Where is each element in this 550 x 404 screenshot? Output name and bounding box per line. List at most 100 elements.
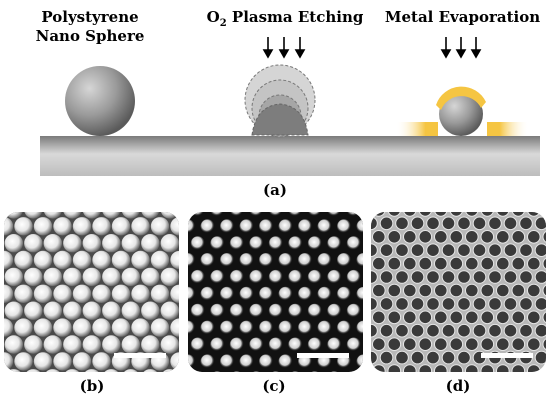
lattice-dot (327, 303, 342, 318)
lattice-dot (201, 186, 215, 200)
lattice-dot (121, 267, 140, 287)
lattice-dot (503, 216, 518, 231)
lattice-dot (356, 320, 363, 335)
lattice-dot (426, 243, 440, 257)
lattice-dot (317, 219, 332, 234)
lattice-dot (527, 310, 541, 325)
lattice-dot (403, 310, 417, 325)
lattice-dot (410, 216, 425, 231)
lattice-dot (327, 371, 342, 372)
lattice-dot (489, 378, 502, 391)
lattice-dot (131, 284, 150, 303)
lattice-dot (346, 371, 361, 372)
lattice-dot (82, 335, 102, 354)
lattice-dot (403, 364, 417, 372)
lattice-dot (43, 335, 62, 354)
lattice-dot (111, 284, 131, 303)
scale-bar-d (481, 353, 533, 358)
lattice-dot (102, 301, 121, 320)
step-title-line-1: Polystyrene (41, 8, 139, 26)
lattice-dot (496, 230, 510, 244)
lattice-dot (82, 234, 102, 253)
lattice-dot (441, 243, 456, 257)
lattice-dot (349, 378, 362, 391)
lattice-dot (112, 183, 130, 201)
lattice-dot (356, 286, 363, 301)
lattice-dot (418, 283, 433, 298)
lattice-dot (480, 283, 495, 298)
substrate (40, 136, 540, 176)
lattice-dot (210, 212, 225, 217)
lattice-dot (357, 186, 371, 200)
lattice-dot (43, 234, 62, 253)
lattice-dot (150, 250, 170, 270)
lattice-dot (411, 378, 424, 391)
lattice-dot (380, 378, 393, 391)
lattice-dot (457, 297, 471, 311)
lattice-dot (121, 234, 140, 253)
lattice-dot (465, 212, 479, 217)
lattice-dot (427, 378, 440, 391)
lattice-dot (102, 234, 121, 253)
lattice-dot (434, 256, 448, 271)
lattice-dot (4, 369, 23, 372)
lattice-dot (4, 234, 23, 253)
lattice-dot (365, 190, 378, 203)
lattice-dot (395, 297, 409, 311)
lattice-dot (82, 267, 102, 287)
lattice-dot (111, 250, 131, 270)
lattice-dot (371, 270, 378, 284)
lattice-dot (496, 256, 510, 271)
lattice-dot (403, 256, 417, 271)
lattice-dot (4, 301, 23, 320)
lattice-dot (298, 286, 312, 301)
lattice-dot (259, 186, 273, 200)
lattice-dot (418, 337, 433, 352)
lattice-dot (387, 364, 402, 372)
lattice-dot (465, 337, 479, 352)
lattice-dot (395, 243, 409, 257)
lattice-dot (527, 364, 541, 372)
lattice-dot (488, 270, 502, 284)
lattice-dot (92, 217, 111, 236)
lattice-dot (527, 337, 541, 352)
lattice-dot (249, 269, 264, 284)
lattice-dot (0, 369, 3, 387)
lattice-dot (259, 354, 273, 369)
lattice-dot (229, 236, 244, 251)
lattice-dot (298, 253, 312, 267)
lattice-dot (33, 318, 53, 337)
panel-d-label: (d) (445, 377, 471, 395)
lattice-dot (4, 267, 23, 287)
lattice-dot (288, 212, 303, 217)
lattice-dot (92, 352, 111, 371)
lattice-dot (151, 183, 169, 201)
lattice-dot (24, 301, 43, 320)
lattice-dot (268, 371, 283, 372)
lattice-dot (288, 371, 303, 372)
lattice-dot (72, 217, 92, 236)
lattice-dot (426, 350, 440, 365)
lattice-dot (356, 219, 363, 234)
lattice-dot (542, 212, 546, 217)
metal-cap (436, 86, 486, 110)
lattice-dot (403, 337, 417, 352)
lattice-dot (82, 212, 102, 219)
lattice-dot (496, 212, 510, 217)
lattice-dot (24, 212, 43, 219)
lattice-dot (357, 204, 370, 217)
lattice-dot (210, 303, 225, 318)
lattice-dot (43, 212, 62, 219)
lattice-dot (395, 270, 409, 284)
lattice-dot (387, 256, 402, 271)
lattice-dot (63, 234, 82, 253)
lattice-dot (278, 253, 293, 267)
lattice-dot (33, 352, 53, 371)
lattice-dot (496, 337, 510, 352)
lattice-dot (534, 243, 546, 257)
panel-a-label: (a) (263, 181, 287, 199)
lattice-dot (349, 190, 362, 203)
lattice-dot (200, 253, 215, 267)
lattice-dot (220, 286, 234, 301)
lattice-dot (121, 369, 141, 372)
